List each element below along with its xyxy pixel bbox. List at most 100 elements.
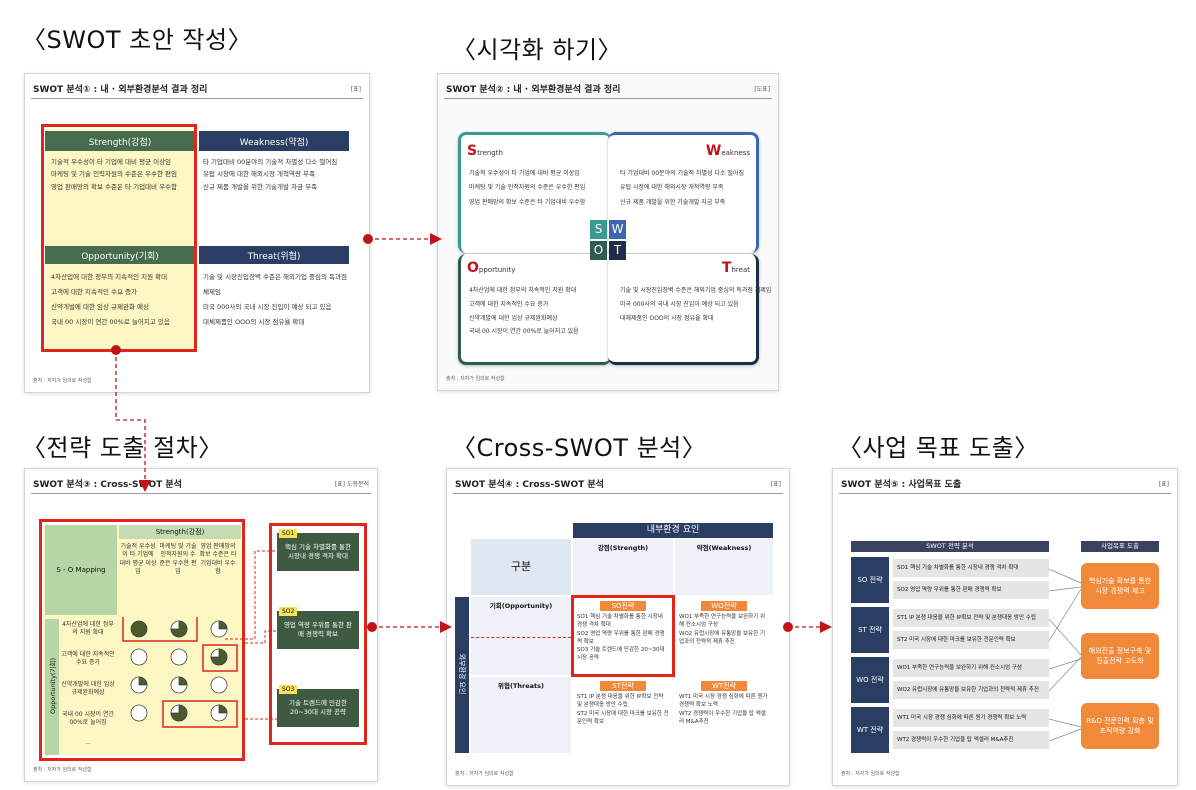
list-item: 기술 및 시장진입장벽 수준은 해외기업 중심의 독과점 bbox=[203, 273, 347, 281]
list-item: WO2 유럽시장에 유통망을 보유한 기업과의 전략적 제휴 추진 bbox=[679, 630, 766, 645]
arrow-head bbox=[440, 621, 452, 633]
strength-list: 기술적 우수성이 타 기업에 대비 평균 이상임 마케팅 및 기술 인적자원의 … bbox=[469, 167, 585, 210]
strategy-item: SO2 영업 역량 우위를 통한 판매 경쟁력 확보 bbox=[893, 581, 1049, 599]
source-note: 출처 : 저자가 임의로 작성함 bbox=[33, 378, 92, 384]
opportunity-list: 4차산업에 대한 정부의 지속적인 지원 확대 고객에 대한 지속적인 수요 증… bbox=[469, 284, 579, 339]
col-1: 기술적 우수성이 타 기업에 대비 평균 이상임 bbox=[119, 543, 157, 576]
st-items: ST1 IP 분쟁 대응을 위한 IP확보 전략 및 분쟁대응 방안 수립 ST… bbox=[573, 693, 673, 726]
harvey-ball bbox=[170, 648, 188, 666]
col-3: 영업 판매망의 확보 수준은 타 기업대비 우수함 bbox=[199, 543, 237, 576]
so1-text: 핵심 기술 차별화를 통한 시장내 경쟁 격차 확대 bbox=[285, 543, 351, 561]
strength-heading: Strength bbox=[467, 143, 503, 159]
strength-word: trength bbox=[477, 149, 503, 157]
wt-label: WT전략 bbox=[701, 681, 747, 691]
flow-dot bbox=[783, 622, 793, 632]
strength-card: Strength 기술적 우수성이 타 기업에 대비 평균 이상임 마케팅 및 … bbox=[458, 132, 611, 253]
tile-s: S bbox=[590, 220, 607, 239]
section-title-business-goal: 〈사업 목표 도출〉 bbox=[838, 434, 1039, 462]
harvey-ball bbox=[130, 648, 148, 666]
title-rule bbox=[31, 493, 371, 494]
row-1: 4차산업에 대한 정부의 지원 확대 bbox=[62, 621, 114, 636]
flow-dot bbox=[367, 622, 377, 632]
highlight-box-so bbox=[269, 523, 367, 745]
strategy-item: WT1 미국 시장 경쟁 심화에 따른 원가 경쟁력 확보 노력 bbox=[893, 709, 1049, 727]
so3-box: SO3 기술 트렌드에 민감한 20~30대 시장 공략 bbox=[277, 685, 359, 727]
list-item: 타 기업대비 00분야의 기술적 차별성 다소 떨어짐 bbox=[620, 170, 744, 177]
weakness-list: 타 기업대비 00분야의 기술적 차별성 다소 떨어짐 유럽 시장에 대한 해외… bbox=[620, 167, 744, 210]
weakness-cell: 약점(Weakness) bbox=[675, 539, 773, 595]
harvey-ball-fill bbox=[178, 676, 188, 686]
strength-label: 강점(Strength) bbox=[597, 544, 649, 552]
opportunity-label: 기회(Opportunity) bbox=[489, 602, 553, 610]
list-item: 영업 판매망의 확보 수준은 타 기업대비 우수함 bbox=[469, 198, 586, 206]
goal-box: R&D 전문인력 확충 및 조직역량 강화 bbox=[1081, 703, 1159, 749]
title-rule bbox=[839, 493, 1171, 494]
o-letter: O bbox=[467, 260, 479, 276]
threat-list: 기술 및 시장진입장벽 수준은 해외기업 중심의 독과점 체제임 미국 000사… bbox=[620, 284, 771, 325]
connector-line bbox=[1049, 658, 1082, 670]
list-item: SO2 영업 역량 우위를 통한 판매 경쟁력 확보 bbox=[577, 630, 665, 645]
slide-title: SWOT 분석⑤ : 사업목표 도출 bbox=[841, 480, 962, 490]
swot-center-tiles: S W O T bbox=[590, 220, 626, 260]
harvey-ball-fill bbox=[218, 620, 228, 630]
threats-label: 위협(Threats) bbox=[498, 682, 544, 690]
list-item: 국내 00 시장이 연간 00%로 늘어지고 있음 bbox=[469, 328, 579, 336]
weakness-card: Weakness 타 기업대비 00분야의 기술적 차별성 다소 떨어짐 유럽 … bbox=[608, 132, 759, 253]
strategy-item: ST1 IP 분쟁 대응을 위한 IP확보 전략 및 분쟁대응 방안 수립 bbox=[893, 609, 1049, 627]
harvey-ball-grid bbox=[122, 617, 238, 728]
row-2: 고객에 대한 지속적인 수요 증가 bbox=[61, 651, 115, 666]
list-item: 유럽 시장에 대한 해외시장 개척역량 부족 bbox=[620, 184, 724, 192]
strength-opportunity-bg bbox=[45, 129, 195, 352]
so2-code: SO2 bbox=[279, 607, 298, 616]
flow-arrow-2 bbox=[115, 350, 146, 484]
connector-line bbox=[1049, 728, 1082, 742]
opp-side: Opportunity(기회) bbox=[45, 619, 59, 755]
mapping-highlight bbox=[202, 644, 238, 672]
tile-w: W bbox=[609, 220, 626, 239]
flow-dot bbox=[111, 345, 121, 355]
slide-cross-swot: SWOT 분석④ : Cross-SWOT 분석 [표] 내부환경 요인 구분 … bbox=[446, 468, 790, 786]
slide-tag: [표] bbox=[770, 481, 781, 488]
so3-code: SO3 bbox=[279, 685, 298, 694]
list-item: SO3 기술 트렌드에 민감한 20~30대 시장 공략 bbox=[577, 647, 665, 662]
list-item: 대체제품인 OOO의 시장 점유율 확대 bbox=[203, 317, 305, 326]
goal-box: 해외진출 정보구축 및 진출전략 고도화 bbox=[1081, 633, 1159, 679]
dashed-link bbox=[471, 637, 571, 638]
list-item: 4차산업에 대한 정부의 지속적인 지원 확대 bbox=[51, 273, 168, 281]
list-item: 유럽 시장에 대한 해외시장 개척역량 부족 bbox=[203, 170, 315, 179]
source-note: 출처 : 저자가 임의로 작성함 bbox=[841, 771, 900, 777]
mapping-highlight bbox=[162, 700, 238, 728]
threat-list: 기술 및 시장진입장벽 수준은 해외기업 중심의 독과점 체제임 미국 000사… bbox=[203, 270, 347, 330]
weakness-header: Weakness(약점) bbox=[199, 131, 349, 151]
strategy-item: ST2 미국 시장에 대한 마크를 보유한 전문인력 확보 bbox=[893, 631, 1049, 649]
threat-card: Threat 기술 및 시장진입장벽 수준은 해외기업 중심의 독과점 체제임 … bbox=[608, 254, 771, 365]
connector-line bbox=[1049, 588, 1082, 642]
title-rule bbox=[31, 98, 363, 99]
so2-box: SO2 영업 역량 우위를 통한 판매 경쟁력 확보 bbox=[277, 607, 359, 649]
source-note: 출처 : 저자가 임의로 작성함 bbox=[33, 767, 92, 773]
weakness-heading: Weakness bbox=[706, 143, 750, 159]
list-item: 영업 판매망의 확보 수준은 타 기업대비 우수함 bbox=[51, 182, 178, 191]
arrow-head bbox=[139, 480, 151, 492]
opportunity-card: Opportunity 4차산업에 대한 정부의 지속적인 지원 확대 고객에 … bbox=[458, 254, 611, 365]
mapping-highlight bbox=[122, 617, 198, 642]
tile-t: T bbox=[609, 241, 626, 260]
list-item: WT2 경쟁력이 우수한 기업을 탑 액셀러 M&A추진 bbox=[679, 710, 766, 725]
list-item: ST2 미국 시장에 대한 마크를 보유한 전문인력 확보 bbox=[577, 710, 669, 725]
connector-line bbox=[1049, 586, 1082, 592]
section-title-swot-draft: 〈SWOT 초안 작성〉 bbox=[22, 26, 253, 54]
harvey-ball bbox=[130, 704, 148, 722]
left-head: SWOT 전략 분석 bbox=[851, 541, 1049, 552]
connector-line bbox=[225, 550, 277, 640]
list-item: 마케팅 및 기술 인적자원의 수준은 우수한 편임 bbox=[469, 184, 586, 192]
list-item: 대체제품인 OOO의 시장 점유율 확대 bbox=[620, 314, 714, 322]
harvey-ball-fill bbox=[170, 704, 188, 722]
slide-strategy-procedure: SWOT 분석③ : Cross-SWOT 분석 [표] 도형분석 S - O … bbox=[24, 468, 378, 782]
slide-title: SWOT 분석② : 내 · 외부환경분석 결과 정리 bbox=[446, 85, 621, 95]
external-side: 외부환경 요인 bbox=[455, 597, 469, 753]
slide-title: SWOT 분석③ : Cross-SWOT 분석 bbox=[33, 480, 182, 490]
weakness-list: 타 기업대비 00분야의 기술적 차별성 다소 떨어짐 유럽 시장에 대한 해외… bbox=[203, 156, 337, 193]
section-title-strategy-procedure: 〈전략 도출 절차〉 bbox=[22, 434, 223, 462]
st-label: ST전략 bbox=[600, 681, 646, 691]
